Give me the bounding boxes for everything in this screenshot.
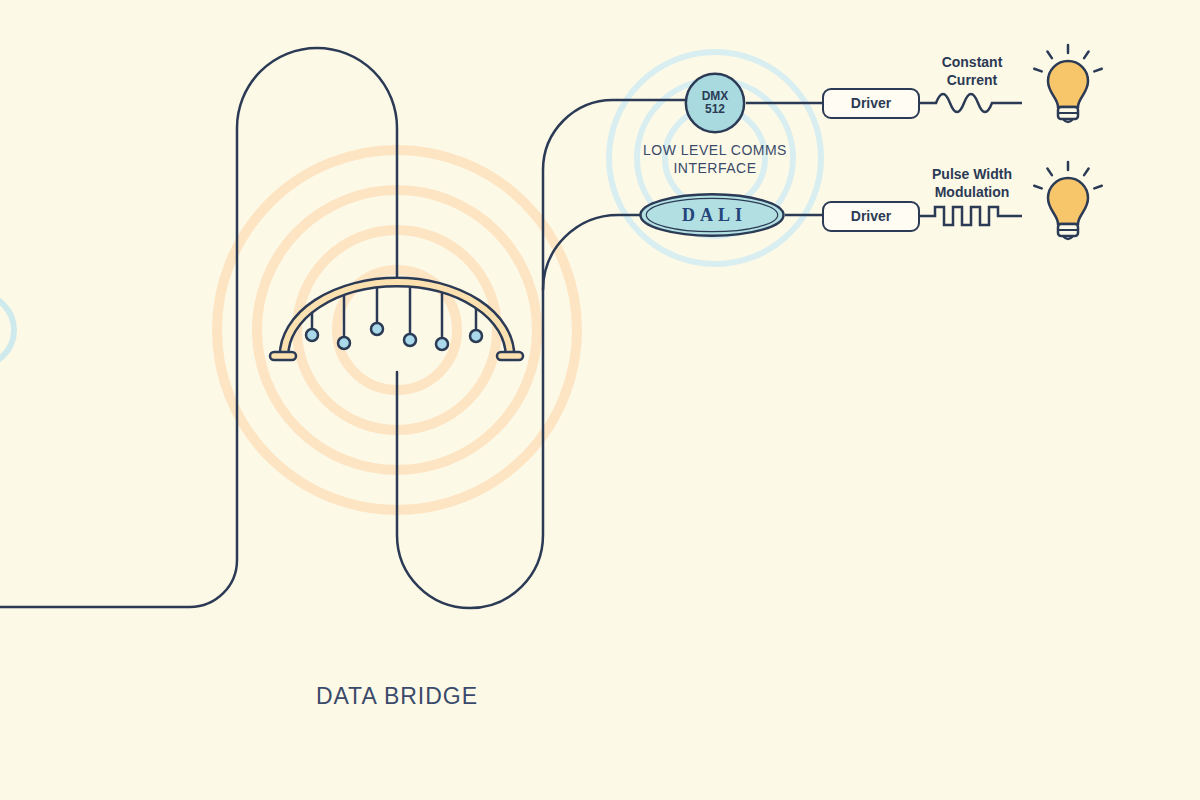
protocol-ellipse: DALI (639, 193, 785, 237)
bridge-label: DATA BRIDGE (297, 682, 497, 712)
pendant-dot (306, 329, 318, 341)
pendant-line (343, 291, 346, 337)
sine-wave (920, 94, 1022, 112)
node-text: Driver (851, 208, 891, 224)
bridge-icon (270, 282, 523, 360)
data-cable (0, 48, 690, 608)
pendant-dot (470, 330, 482, 342)
pendant-dot (404, 334, 416, 346)
signal-label: Pulse Width Modulation (916, 165, 1028, 201)
square-wave (920, 207, 1022, 225)
pendant-dot (338, 337, 350, 349)
interface-label: LOW LEVEL COMMS INTERFACE (640, 141, 790, 177)
pendant-dot (371, 323, 383, 335)
signal-rings (609, 52, 821, 264)
driver-box: Driver (822, 88, 920, 119)
driver-box: Driver (822, 201, 920, 232)
signal-label: Constant Current (916, 53, 1028, 89)
pendant-dot (436, 338, 448, 350)
signal-wire (746, 102, 822, 105)
pendant-line (441, 288, 444, 338)
signal-wire (785, 214, 822, 217)
light-bulb (1034, 45, 1102, 122)
light-bulb (1034, 162, 1102, 239)
node-text: DALI (677, 205, 747, 226)
pendant-line (376, 283, 379, 323)
protocol-circle: DMX 512 (684, 72, 746, 134)
node-text: DMX 512 (697, 90, 733, 115)
node-text: Driver (851, 95, 891, 111)
pendant-line (409, 282, 412, 334)
signal-ring (0, 294, 14, 366)
